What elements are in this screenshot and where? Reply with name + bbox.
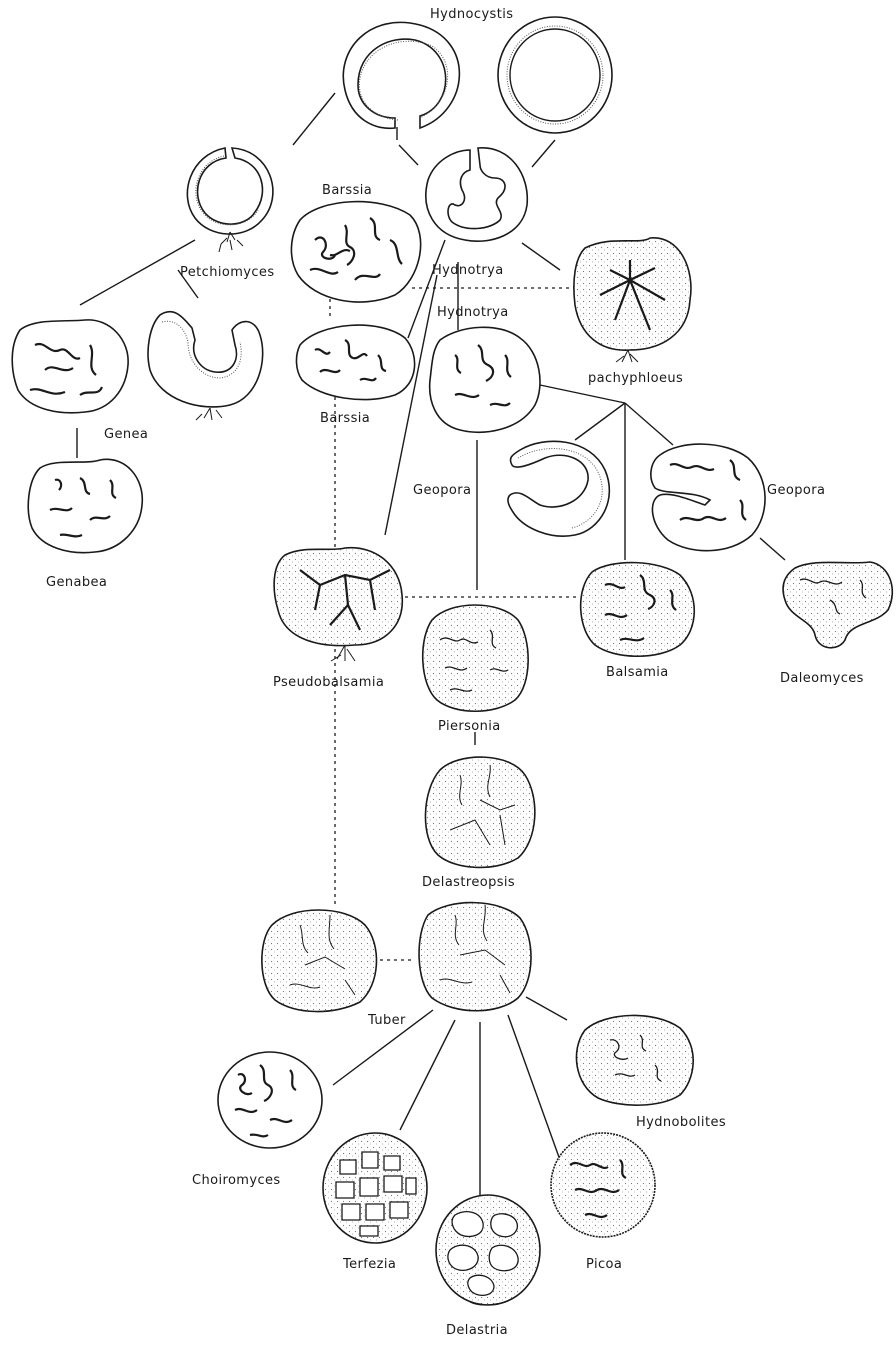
- barssia-top: [291, 202, 420, 302]
- hydnocystis-ring-right: [498, 17, 612, 133]
- label-hydnobolites: Hydnobolites: [636, 1115, 726, 1130]
- piersonia-specimen: [423, 605, 528, 711]
- label-petchiomyces: Petchiomyces: [180, 265, 275, 280]
- balsamia-specimen: [581, 563, 695, 657]
- hydnotrya-middle: [430, 327, 540, 432]
- hydnocystis-ring-left: [343, 22, 459, 128]
- genea-brain: [12, 320, 128, 413]
- label-choiromyces: Choiromyces: [192, 1173, 281, 1188]
- daleomyces-specimen: [783, 562, 892, 648]
- terfezia-specimen: [323, 1133, 427, 1243]
- label-pseudobalsamia: Pseudobalsamia: [273, 675, 384, 690]
- label-genea: Genea: [104, 427, 148, 442]
- delastreopsis-specimen: [425, 757, 534, 867]
- label-hydnocystis: Hydnocystis: [430, 7, 513, 22]
- genabea-specimen: [28, 459, 142, 552]
- label-barssia-top: Barssia: [322, 183, 372, 198]
- pachyphloeus-specimen: [574, 238, 691, 362]
- label-pachyphloeus: pachyphloeus: [588, 371, 683, 386]
- tuber-center-specimen: [419, 903, 531, 1011]
- label-geopora-right: Geopora: [767, 483, 825, 498]
- label-terfezia: Terfezia: [342, 1257, 396, 1272]
- hydnobolites-specimen: [576, 1015, 693, 1105]
- barssia-bottom: [296, 325, 414, 399]
- label-tuber: Tuber: [367, 1013, 406, 1028]
- label-hydnotrya-top: Hydnotrya: [432, 263, 504, 278]
- label-daleomyces: Daleomyces: [780, 671, 864, 686]
- petchiomyces-ring: [187, 148, 273, 252]
- hydnotrya-folded-top: [426, 148, 527, 241]
- pseudobalsamia-specimen: [274, 548, 402, 661]
- delastria-specimen: [436, 1195, 540, 1305]
- tuber-left-specimen: [262, 910, 377, 1012]
- label-barssia-bottom: Barssia: [320, 411, 370, 426]
- choiromyces-specimen: [218, 1052, 322, 1148]
- label-delastria: Delastria: [446, 1323, 508, 1338]
- label-balsamia: Balsamia: [606, 665, 669, 680]
- label-piersonia: Piersonia: [438, 719, 501, 734]
- geopora-brain: [651, 444, 765, 551]
- genea-cup: [148, 312, 263, 420]
- label-geopora-left: Geopora: [413, 483, 471, 498]
- label-hydnotrya-bottom: Hydnotrya: [437, 305, 509, 320]
- label-picoa: Picoa: [586, 1257, 622, 1272]
- label-delastreopsis: Delastreopsis: [422, 875, 515, 890]
- geopora-cup: [508, 441, 609, 536]
- label-genabea: Genabea: [46, 575, 107, 590]
- picoa-specimen: [551, 1133, 655, 1237]
